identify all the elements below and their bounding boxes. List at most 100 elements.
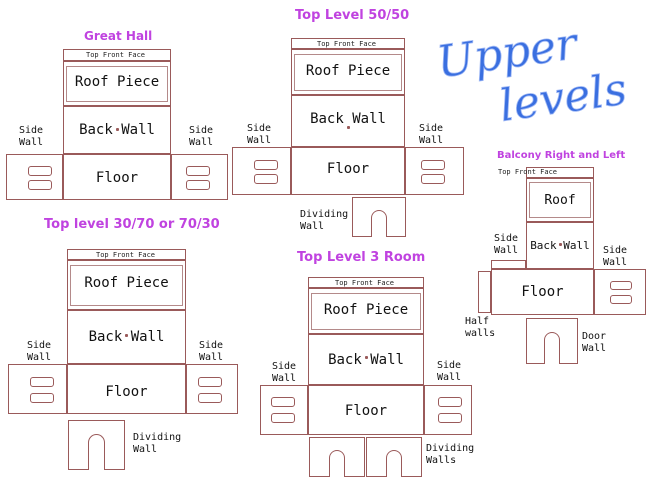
top-3room-right-side-panel	[424, 385, 472, 435]
great-hall-right-slot-1	[186, 166, 210, 176]
top-30-dividing-label: Dividing Wall	[133, 432, 182, 455]
top-50-floor-label: Floor	[326, 161, 370, 177]
top-3room-floor-label: Floor	[344, 403, 388, 419]
top-30-top-face-label: Top Front Face	[96, 251, 156, 259]
top-3room-top-face-label: Top Front Face	[335, 279, 395, 287]
top-50-title: Top Level 50/50	[295, 8, 410, 23]
great-hall-left-side-panel	[6, 154, 63, 200]
top-3room-back-label: Back Wall	[328, 352, 404, 368]
top-3room-roof-piece	[308, 288, 424, 334]
top-3room-right-side-label: Side Wall	[436, 360, 462, 383]
great-hall-left-side-label: Side Wall	[18, 125, 44, 148]
top-3room-dividing-label: Dividing Walls	[426, 443, 475, 466]
top-50-left-slot-1	[254, 160, 278, 170]
top-3room-title: Top Level 3 Room	[297, 250, 426, 265]
great-hall-top-face-label: Top Front Face	[86, 51, 146, 59]
great-hall-left-slot-2	[28, 180, 52, 190]
top-50-dividing-label: Dividing Wall	[300, 209, 349, 232]
balcony-right-side-label: Side Wall	[602, 245, 628, 268]
top-30-right-side-panel	[186, 364, 238, 414]
top-30-left-slot-2	[30, 393, 54, 403]
balcony-half-wall-1	[478, 271, 491, 313]
balcony-right-slot-2	[610, 295, 632, 304]
balcony-top-face-label: Top Front Face	[498, 168, 558, 176]
top-50-right-slot-1	[421, 160, 445, 170]
pin-hole	[559, 243, 562, 246]
pin-hole	[365, 356, 368, 359]
top-50-left-side-label: Side Wall	[246, 123, 272, 146]
top-50-left-side-panel	[232, 147, 291, 195]
top-30-roof-piece	[67, 260, 186, 310]
pin-hole	[116, 128, 119, 131]
balcony-floor-label: Floor	[521, 284, 564, 300]
balcony-top-face	[526, 167, 594, 178]
top-3room-dividing-wall-1-door	[329, 450, 345, 477]
top-3room-floor	[308, 385, 424, 435]
top-30-right-slot-2	[198, 393, 222, 403]
top-30-left-side-panel	[8, 364, 67, 414]
top-3room-back-wall	[308, 334, 424, 385]
top-50-roof-piece	[291, 49, 405, 95]
top-50-back-wall	[291, 95, 405, 147]
balcony-roof-label: Roof	[544, 193, 576, 208]
top-50-roof-inner	[294, 54, 402, 91]
top-50-right-slot-2	[421, 174, 445, 184]
top-30-title: Top level 30/70 or 70/30	[44, 217, 220, 232]
top-3room-top-face	[308, 277, 424, 288]
great-hall-back-wall	[63, 106, 171, 154]
top-3room-dividing-wall-2-door	[386, 450, 402, 477]
top-3room-left-side-panel	[260, 385, 308, 435]
top-30-floor-label: Floor	[105, 384, 148, 400]
balcony-floor	[491, 269, 594, 315]
top-30-back-label: Back Wall	[88, 329, 165, 345]
top-50-floor	[291, 147, 405, 195]
great-hall-right-slot-2	[186, 180, 210, 190]
balcony-door-label: Door Wall	[582, 331, 607, 354]
top-50-top-face-label: Top Front Face	[317, 40, 377, 48]
great-hall-roof-label: Roof Piece	[74, 74, 160, 90]
top-3room-right-slot-2	[438, 413, 462, 423]
top-30-right-slot-1	[198, 377, 222, 387]
top-50-top-face	[291, 38, 405, 49]
balcony-roof	[526, 178, 594, 222]
top-30-back-wall	[67, 310, 186, 364]
top-3room-left-side-label: Side Wall	[271, 361, 297, 384]
great-hall-left-slot-1	[28, 166, 52, 176]
great-hall-floor	[63, 154, 171, 200]
pin-hole	[347, 126, 350, 129]
great-hall-roof-piece	[63, 61, 171, 106]
great-hall-floor-label: Floor	[95, 170, 139, 186]
top-30-left-slot-1	[30, 377, 54, 387]
balcony-left-half-wall-strip	[491, 260, 526, 269]
balcony-roof-inner	[529, 182, 591, 218]
pin-hole	[125, 334, 128, 337]
great-hall-roof-inner	[66, 66, 168, 102]
balcony-half-label: Half walls	[465, 316, 496, 339]
great-hall-top-face	[63, 49, 171, 61]
top-30-floor	[67, 364, 186, 414]
top-3room-roof-label: Roof Piece	[323, 302, 409, 318]
top-30-left-side-label: Side Wall	[26, 340, 52, 363]
top-30-dividing-wall-door	[88, 434, 105, 470]
top-50-left-slot-2	[254, 174, 278, 184]
balcony-left-side-label: Side Wall	[493, 233, 519, 256]
great-hall-right-side-label: Side Wall	[188, 125, 214, 148]
top-50-dividing-wall-door	[371, 210, 387, 237]
top-3room-right-slot-1	[438, 397, 462, 407]
top-30-top-face	[67, 249, 186, 260]
top-30-right-side-label: Side Wall	[198, 340, 224, 363]
balcony-title: Balcony Right and Left	[497, 150, 626, 161]
top-50-roof-label: Roof Piece	[305, 63, 391, 79]
top-3room-roof-inner	[311, 293, 421, 330]
upper-levels-heading: Upper levels	[433, 24, 630, 124]
balcony-right-side-panel	[594, 269, 646, 315]
great-hall-right-side-panel	[171, 154, 228, 200]
top-50-right-side-label: Side Wall	[418, 123, 444, 146]
balcony-right-slot-1	[610, 281, 632, 290]
top-3room-left-slot-2	[271, 413, 295, 423]
top-30-roof-inner	[70, 265, 183, 306]
balcony-door-wall-door	[544, 332, 560, 364]
great-hall-title: Great Hall	[84, 29, 153, 43]
top-50-back-label: Back Wall	[310, 111, 386, 127]
top-3room-left-slot-1	[271, 397, 295, 407]
